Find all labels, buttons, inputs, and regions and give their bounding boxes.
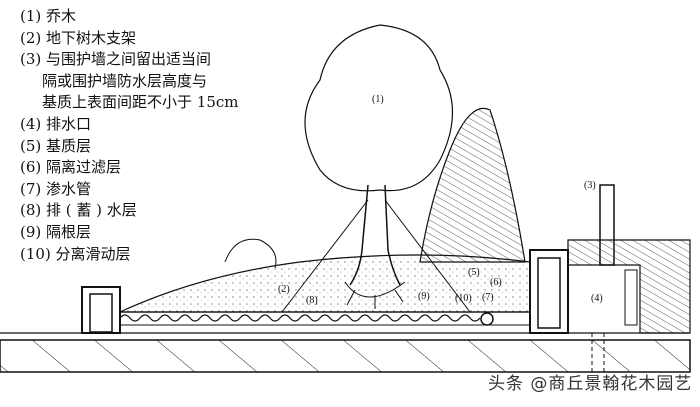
callout-7: (7) [482, 292, 494, 303]
legend-item: (7) 渗水管 [20, 179, 92, 198]
callout-9: (9) [418, 291, 430, 302]
callout-3: (3) [584, 180, 596, 191]
tree-roots [344, 281, 406, 309]
legend-item: (2) 地下树木支架 [20, 28, 137, 47]
legend-item: (9) 隔根层 [20, 222, 92, 241]
legend-item: (3) 与围护墙之间留出适当间 [20, 50, 212, 69]
left-curb [81, 286, 121, 334]
legend-item: (10) 分离滑动层 [20, 244, 131, 263]
legend-item: 基质上表面间距不小于 15cm [42, 93, 239, 112]
drainage-layer [119, 314, 481, 322]
roof-slab [0, 339, 691, 373]
legend-item: (4) 排水口 [20, 114, 92, 133]
callout-8: (8) [306, 295, 318, 306]
tree-canopy [304, 24, 454, 192]
callout-2: (2) [278, 284, 290, 295]
callout-5: (5) [468, 267, 480, 278]
legend-item: (8) 排 ( 蓄 ) 水层 [20, 201, 137, 220]
legend-item: (6) 隔离过滤层 [20, 158, 122, 177]
callout-6: (6) [490, 277, 502, 288]
legend: (1) 乔木 (2) 地下树木支架 (3) 与围护墙之间留出适当间 隔或围护墙防… [20, 6, 238, 265]
watermark: 头条 @商丘景翰花木园艺 [488, 374, 693, 394]
legend-item: (5) 基质层 [20, 136, 92, 155]
callout-1: (1) [372, 94, 384, 105]
shrubs [224, 238, 277, 269]
callout-10: (10) [455, 293, 472, 304]
right-curb [529, 249, 569, 334]
callout-4: (4) [591, 293, 603, 304]
conifer-shrub [419, 107, 526, 263]
seepage-pipe [480, 312, 494, 326]
wall-coping [567, 239, 691, 334]
tree-trunk [349, 184, 401, 286]
legend-item: 隔或围护墙防水层高度与 [42, 71, 208, 90]
legend-item: (1) 乔木 [20, 7, 77, 25]
tree-support [281, 199, 471, 313]
